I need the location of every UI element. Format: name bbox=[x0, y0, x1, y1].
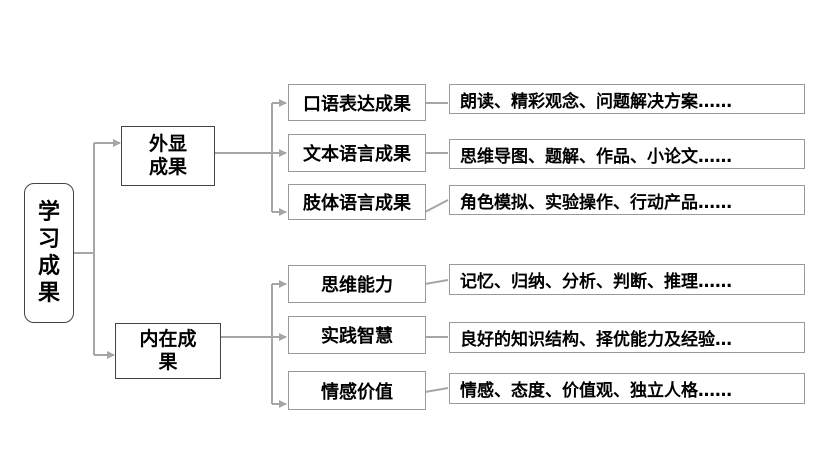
detail-box: 记忆、归纳、分析、判断、推理…… bbox=[449, 264, 805, 295]
sub-node-label: 思维能力 bbox=[321, 275, 393, 296]
detail-box: 朗读、精彩观念、问题解决方案…… bbox=[449, 84, 805, 114]
detail-box: 良好的知识结构、择优能力及经验… bbox=[449, 322, 805, 353]
root-label: 学习成果 bbox=[37, 200, 60, 306]
detail-text: 角色模拟、实验操作、行动产品…… bbox=[460, 192, 732, 213]
root-node: 学习成果 bbox=[24, 183, 74, 323]
detail-text: 良好的知识结构、择优能力及经验… bbox=[460, 330, 732, 350]
sub-node-label: 情感价值 bbox=[321, 381, 393, 403]
detail-box: 角色模拟、实验操作、行动产品…… bbox=[449, 185, 805, 215]
sub-node: 实践智慧 bbox=[288, 316, 426, 354]
branch-node-internal: 内在成果 bbox=[115, 323, 221, 379]
sub-node: 思维能力 bbox=[288, 265, 426, 303]
sub-node-label: 口语表达成果 bbox=[303, 93, 411, 115]
sub-node-label: 文本语言成果 bbox=[303, 144, 411, 165]
branch-label: 外显成果 bbox=[148, 133, 187, 178]
branch-node-external: 外显成果 bbox=[121, 126, 215, 186]
detail-text: 记忆、归纳、分析、判断、推理…… bbox=[460, 272, 732, 292]
sub-node: 口语表达成果 bbox=[288, 84, 426, 121]
detail-box: 情感、态度、价值观、独立人格…… bbox=[449, 373, 805, 404]
branch-label: 内在成果 bbox=[139, 328, 197, 373]
detail-text: 思维导图、题解、作品、小论文…… bbox=[460, 146, 732, 167]
detail-text: 朗读、精彩观念、问题解决方案…… bbox=[460, 91, 732, 112]
sub-node-label: 实践智慧 bbox=[321, 326, 393, 347]
detail-text: 情感、态度、价值观、独立人格…… bbox=[460, 381, 732, 401]
sub-node: 文本语言成果 bbox=[288, 134, 426, 172]
sub-node: 情感价值 bbox=[288, 371, 426, 410]
sub-node-label: 肢体语言成果 bbox=[303, 193, 411, 214]
detail-box: 思维导图、题解、作品、小论文…… bbox=[449, 139, 805, 169]
sub-node: 肢体语言成果 bbox=[288, 184, 426, 220]
